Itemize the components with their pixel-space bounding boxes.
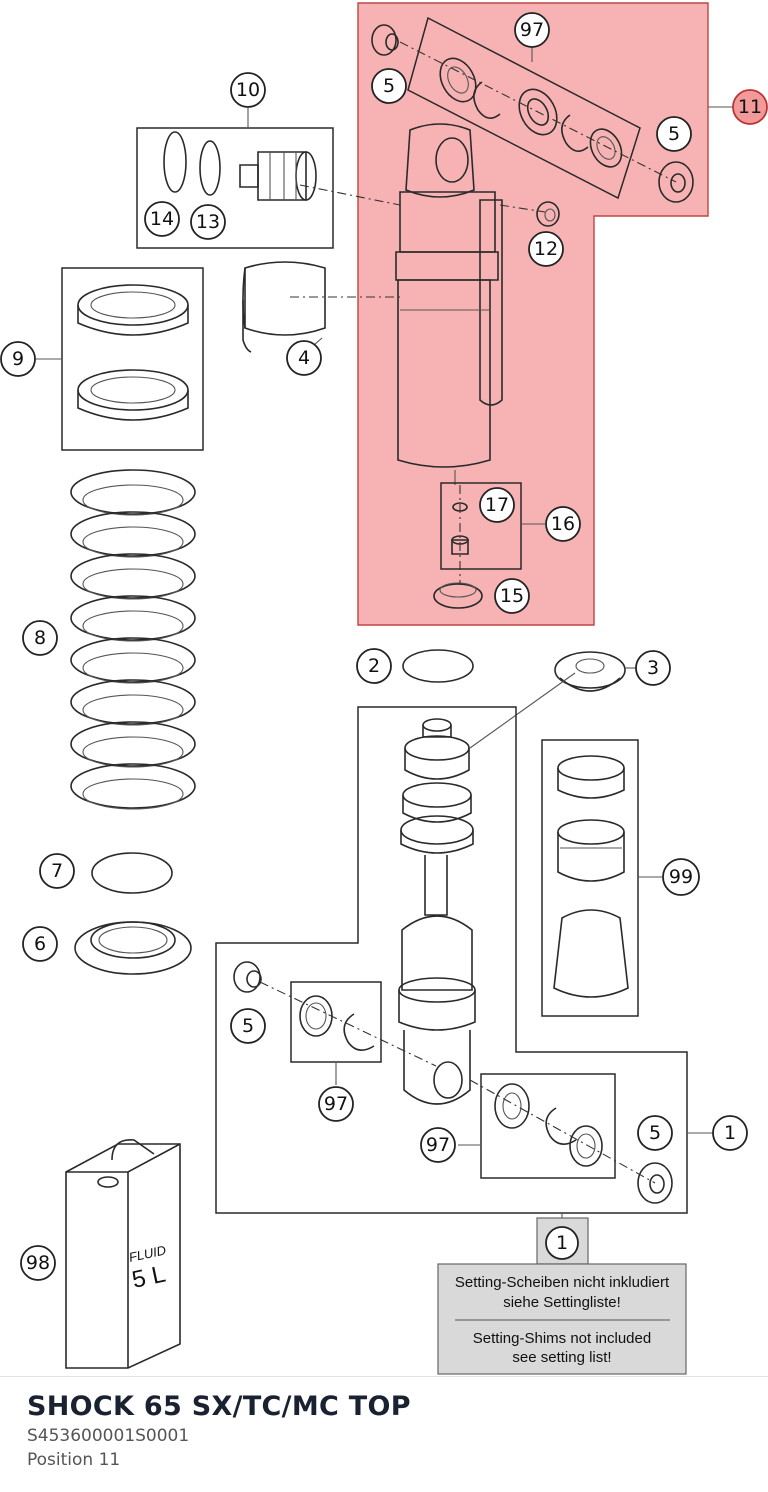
- spring-coil: [70, 511, 196, 557]
- bushing-5-top-left: [371, 24, 399, 56]
- note-de-line2: siehe Settingliste!: [503, 1294, 621, 1311]
- callout-label: 5: [668, 123, 680, 145]
- top-plate-3: [554, 651, 626, 692]
- callout-label: 5: [383, 75, 395, 97]
- callout-2[interactable]: 2: [356, 648, 392, 684]
- fluid-can-volume: 5 L: [130, 1261, 168, 1294]
- callout-label: 97: [324, 1093, 348, 1115]
- bump-stop-set-99: [553, 755, 629, 998]
- callout-label: 12: [534, 238, 558, 260]
- spring-coil: [70, 763, 196, 809]
- retaining-ring-7: [91, 852, 173, 894]
- callout-label: 13: [196, 211, 220, 233]
- callout-97[interactable]: 97: [420, 1127, 456, 1163]
- seal-15: [433, 582, 483, 609]
- callout-5[interactable]: 5: [371, 68, 407, 104]
- callout-13[interactable]: 13: [190, 204, 226, 240]
- callout-label: 15: [500, 585, 524, 607]
- spring-coil-inner: [82, 736, 184, 768]
- spring-coil-inner: [82, 568, 184, 600]
- circlip-2: [402, 649, 474, 683]
- callout-label: 16: [551, 513, 575, 535]
- callout-5[interactable]: 5: [230, 1008, 266, 1044]
- diagram-code: S453600001S0001: [27, 1426, 190, 1446]
- callout-12[interactable]: 12: [528, 231, 564, 267]
- callout-7[interactable]: 7: [39, 853, 75, 889]
- callout-label: 5: [242, 1015, 254, 1037]
- callout-98[interactable]: 98: [20, 1245, 56, 1281]
- callout-label: 7: [51, 860, 63, 882]
- callout-3[interactable]: 3: [635, 650, 671, 686]
- shim-set-97-top: [399, 16, 677, 200]
- callout-label: 4: [298, 347, 310, 369]
- callout-label: 3: [647, 657, 659, 679]
- spring-seat-6: [74, 921, 192, 975]
- spring-coil-inner: [82, 694, 184, 726]
- spring-coil: [70, 679, 196, 725]
- callout-label: 14: [150, 208, 174, 230]
- callout-97[interactable]: 97: [318, 1086, 354, 1122]
- piston-rod-assembly: [398, 718, 476, 1105]
- callout-17[interactable]: 17: [479, 487, 515, 523]
- note-en-line2: see setting list!: [512, 1349, 611, 1366]
- bushing-5-bottom-right: [637, 1162, 673, 1204]
- protection-sleeve-4: [242, 261, 326, 353]
- callout-label: 98: [26, 1252, 50, 1274]
- callout-label: 2: [368, 655, 380, 677]
- spring-coil: [70, 637, 196, 683]
- callout-4[interactable]: 4: [286, 340, 322, 376]
- callout-16[interactable]: 16: [545, 506, 581, 542]
- callout-6[interactable]: 6: [22, 926, 58, 962]
- callout-label: 97: [426, 1134, 450, 1156]
- spring-coil-inner: [82, 652, 184, 684]
- callout-label: 9: [12, 348, 24, 370]
- settings-note-box: [437, 1263, 687, 1375]
- callout-label: 1: [724, 1122, 736, 1144]
- spring-coil-inner: [82, 778, 184, 810]
- spring-8: [70, 469, 196, 810]
- callout-10[interactable]: 10: [230, 72, 266, 108]
- nut-12: [536, 201, 560, 227]
- shock-fluid-can-98: FLUID 5 L: [65, 1139, 181, 1369]
- note-de-line1: Setting-Scheiben nicht inkludiert: [455, 1274, 670, 1291]
- callout-label: 8: [34, 627, 46, 649]
- callout-1[interactable]: 1: [545, 1226, 579, 1260]
- spring-coil: [70, 469, 196, 515]
- callout-8[interactable]: 8: [22, 620, 58, 656]
- spring-coil: [70, 553, 196, 599]
- spring-coil-inner: [82, 484, 184, 516]
- callout-15[interactable]: 15: [494, 578, 530, 614]
- callout-9[interactable]: 9: [0, 341, 36, 377]
- callout-label: 97: [520, 19, 544, 41]
- callout-label: 1: [556, 1232, 568, 1254]
- callout-label: 6: [34, 933, 46, 955]
- spring-coil: [70, 721, 196, 767]
- diagram-title: SHOCK 65 SX/TC/MC TOP: [27, 1391, 411, 1422]
- spring-coil-inner: [82, 610, 184, 642]
- callout-99[interactable]: 99: [662, 858, 700, 896]
- callout-label: 11: [738, 96, 762, 118]
- callout-1[interactable]: 1: [712, 1115, 748, 1151]
- callout-5[interactable]: 5: [656, 116, 692, 152]
- callout-label: 10: [236, 79, 260, 101]
- highlight-region-11[interactable]: [357, 2, 709, 626]
- callout-11[interactable]: 11: [732, 89, 768, 125]
- note-en-line1: Setting-Shims not included: [473, 1330, 651, 1347]
- callout-label: 17: [485, 494, 509, 516]
- exploded-parts-diagram: Setting-Scheiben nicht inkludiert siehe …: [0, 2, 768, 1375]
- callout-label: 5: [649, 1122, 661, 1144]
- compression-adjuster-10: [239, 151, 317, 201]
- bushing-5-top-right: [658, 161, 694, 203]
- shock-absorber-body: [395, 123, 503, 485]
- lock-nuts-9: [77, 284, 189, 421]
- spring-coil-inner: [82, 526, 184, 558]
- bushing-5-bottom-left: [233, 961, 262, 993]
- callout-5[interactable]: 5: [637, 1115, 673, 1151]
- diagram-position: Position 11: [27, 1450, 121, 1470]
- spring-coil: [70, 595, 196, 641]
- callout-97[interactable]: 97: [514, 12, 550, 48]
- diagram-footer: SHOCK 65 SX/TC/MC TOP S453600001S0001 Po…: [0, 1376, 768, 1492]
- callout-14[interactable]: 14: [144, 201, 180, 237]
- callout-label: 99: [669, 866, 693, 888]
